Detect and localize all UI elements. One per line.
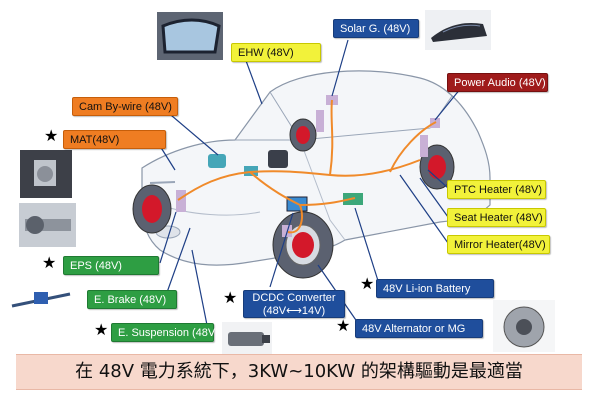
mirror-heater-label: Mirror Heater(48V) [447,235,550,254]
star-icon: ★ [44,128,59,145]
star-icon: ★ [94,322,109,339]
star-icon: ★ [223,290,238,307]
seat-heater-label: Seat Heater (48V) [447,208,546,227]
e-brake-label: E. Brake (48V) [87,290,177,309]
alternator-label: 48V Alternator or MG [355,319,483,338]
ebrake-photo [8,278,74,318]
wire-harness [177,99,437,234]
mat-label: MAT(48V) [63,130,166,149]
star-icon: ★ [360,276,375,293]
eps-label: EPS (48V) [63,256,159,275]
solar-roof-photo [425,10,491,50]
dcdc-line-1: DCDC Converter [252,292,336,304]
star-icon: ★ [336,318,351,335]
e-suspension-label: E. Suspension (48V) [111,323,219,342]
dcdc-converter-label: DCDC Converter (48V⟷14V) [243,290,345,318]
power-audio-label: Power Audio (48V) [447,73,548,92]
li-ion-battery-label: 48V Li-ion Battery [376,279,494,298]
windshield-photo [157,12,223,60]
summary-banner: 在 48V 電力系統下，3KW~10KW 的架構驅動是最適當 [16,354,582,390]
solar-glass-label: Solar G. (48V) [333,19,419,38]
eps-photo [19,203,76,247]
ptc-heater-label: PTC Heater (48V) [447,180,546,199]
ehw-label: EHW (48V) [231,43,321,62]
cam-by-wire-label: Cam By-wire (48V) [72,97,178,116]
mat-photo [20,150,72,198]
star-icon: ★ [42,255,57,272]
esuspension-photo [222,322,272,356]
alternator-photo [493,300,555,352]
dcdc-line-2: (48V⟷14V) [262,305,326,317]
wheels [132,118,455,279]
